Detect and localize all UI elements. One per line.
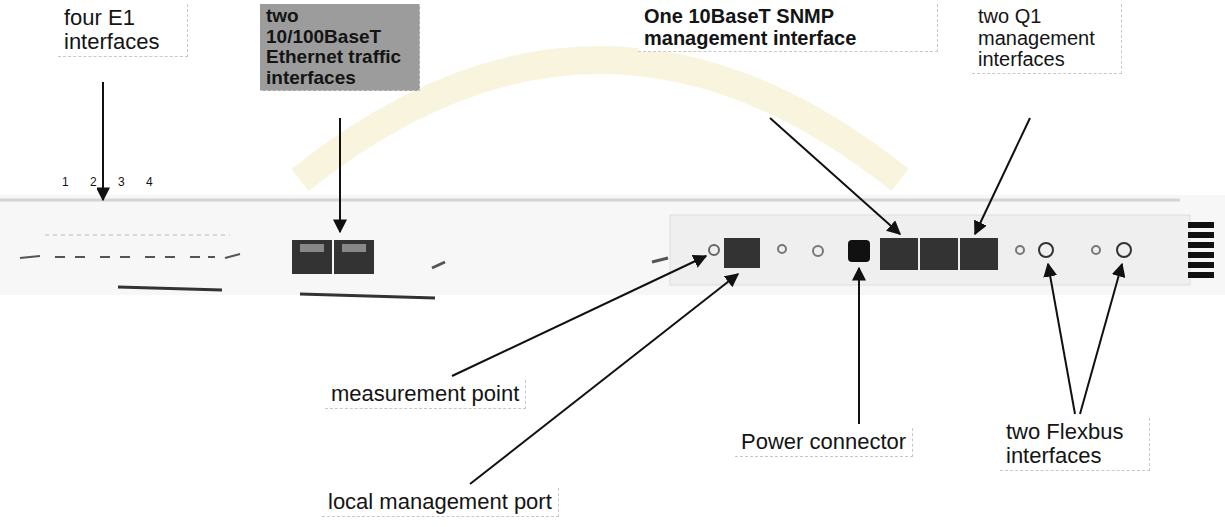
panel-edge (0, 199, 1180, 202)
front-panel (0, 195, 1225, 295)
port-number: 4 (146, 176, 153, 189)
power-connector (848, 240, 870, 262)
callout-label: four E1 interfaces (58, 4, 188, 57)
control-section (670, 215, 1190, 285)
e1-underline (118, 287, 222, 290)
led (1092, 246, 1100, 254)
callout-label: two Flexbus interfaces (1000, 418, 1150, 471)
port-number: 1 (62, 176, 69, 189)
panel-mark (652, 258, 668, 262)
callout-label: two Q1 management interfaces (972, 4, 1122, 74)
flexbus-connector (1039, 243, 1053, 257)
panel-grip (1188, 222, 1214, 278)
measurement-point (709, 245, 719, 255)
e1-frame (45, 235, 230, 236)
callout-label: measurement point (325, 380, 526, 409)
rj45-latch (342, 244, 366, 252)
rj45-port (880, 238, 918, 270)
panel-mark (432, 262, 445, 268)
rj45-port (334, 240, 374, 274)
leader-arrows (103, 82, 1122, 484)
led (813, 246, 823, 256)
led (778, 245, 786, 253)
port-number: 3 (118, 176, 125, 189)
rj45-port (292, 240, 332, 274)
callout-label: One 10BaseT SNMP management interface (638, 4, 938, 52)
flexbus-connector (1117, 243, 1131, 257)
ethernet-underline (300, 294, 435, 298)
callout-label: local management port (322, 488, 559, 517)
callout-label: Power connector (735, 428, 913, 457)
callout-label: two 10/100BaseT Ethernet traffic interfa… (260, 4, 420, 91)
rj45-latch (300, 244, 324, 252)
local-management-port (724, 238, 760, 268)
rj45-port (960, 238, 998, 270)
rj45-port (920, 238, 958, 270)
e1-ports (20, 254, 240, 258)
port-number: 2 (90, 176, 97, 189)
led (1016, 246, 1024, 254)
